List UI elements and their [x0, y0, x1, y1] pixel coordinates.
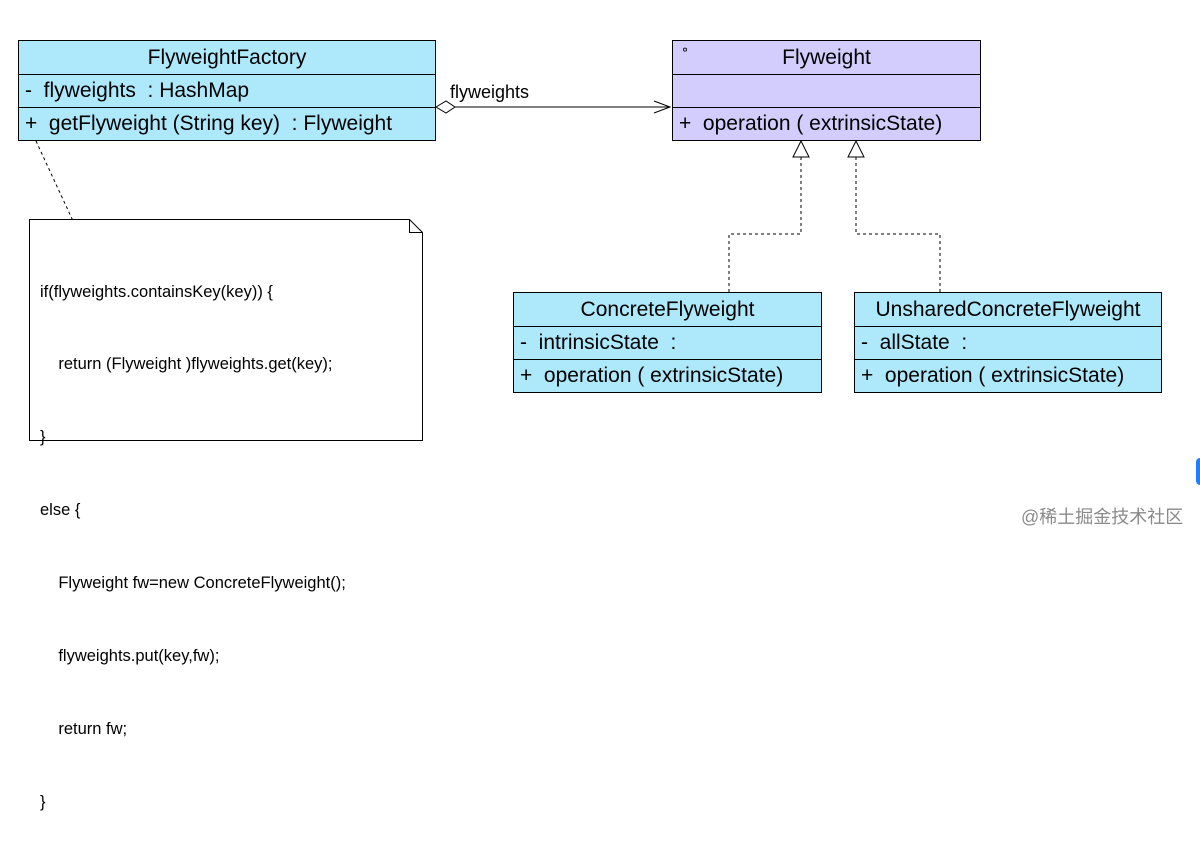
class-operation: + operation ( extrinsicState)	[514, 359, 821, 392]
realization-triangle	[792, 139, 810, 158]
side-tab-marker[interactable]	[1196, 458, 1200, 485]
association-label: flyweights	[450, 82, 530, 102]
realization-edge-unshared[interactable]	[847, 139, 941, 292]
note-line: return fw;	[40, 719, 128, 738]
note-line: return (Flyweight )flyweights.get(key);	[40, 355, 333, 374]
class-name: FlyweightFactory	[147, 45, 307, 69]
note-line: }	[40, 428, 46, 447]
class-concrete-flyweight[interactable]: ConcreteFlyweight - intrinsicState : + o…	[513, 292, 822, 393]
note-line: Flyweight fw=new ConcreteFlyweight();	[40, 574, 346, 593]
note-anchor-line	[35, 140, 74, 222]
interface-icon: ⚬	[680, 43, 691, 57]
class-name: ConcreteFlyweight	[580, 297, 755, 321]
class-attribute	[673, 74, 980, 107]
aggregation-edge[interactable]	[435, 100, 672, 114]
note-code: if(flyweights.containsKey(key)) { return…	[40, 231, 346, 863]
code-note[interactable]: if(flyweights.containsKey(key)) { return…	[29, 219, 423, 811]
class-operation: + operation ( extrinsicState)	[673, 107, 980, 140]
note-line: else {	[40, 501, 81, 520]
class-operation: + operation ( extrinsicState)	[855, 359, 1161, 392]
class-name: Flyweight	[782, 45, 871, 69]
class-operation: + getFlyweight (String key) : Flyweight	[19, 107, 435, 140]
aggregation-diamond	[435, 100, 456, 114]
realization-triangle	[847, 139, 865, 158]
note-line: if(flyweights.containsKey(key)) {	[40, 282, 273, 301]
class-attribute: - intrinsicState :	[514, 326, 821, 359]
class-unshared-concrete-flyweight[interactable]: UnsharedConcreteFlyweight - allState : +…	[854, 292, 1162, 393]
note-fold	[409, 219, 423, 233]
interface-flyweight[interactable]: ⚬ Flyweight + operation ( extrinsicState…	[672, 40, 981, 141]
class-name: UnsharedConcreteFlyweight	[875, 297, 1141, 321]
note-shape	[29, 219, 423, 441]
diagram-connectors	[35, 100, 941, 292]
note-line: flyweights.put(key,fw);	[40, 647, 220, 666]
navigability-arrowhead	[653, 100, 672, 114]
note-line: }	[40, 792, 46, 811]
class-attribute: - flyweights : HashMap	[19, 74, 435, 107]
realization-edge-concrete[interactable]	[728, 139, 810, 292]
watermark: @稀土掘金技术社区	[1021, 507, 1184, 527]
interface-title-row: ⚬ Flyweight	[673, 41, 980, 74]
class-attribute: - allState :	[855, 326, 1161, 359]
class-flyweight-factory[interactable]: FlyweightFactory - flyweights : HashMap …	[18, 40, 436, 141]
